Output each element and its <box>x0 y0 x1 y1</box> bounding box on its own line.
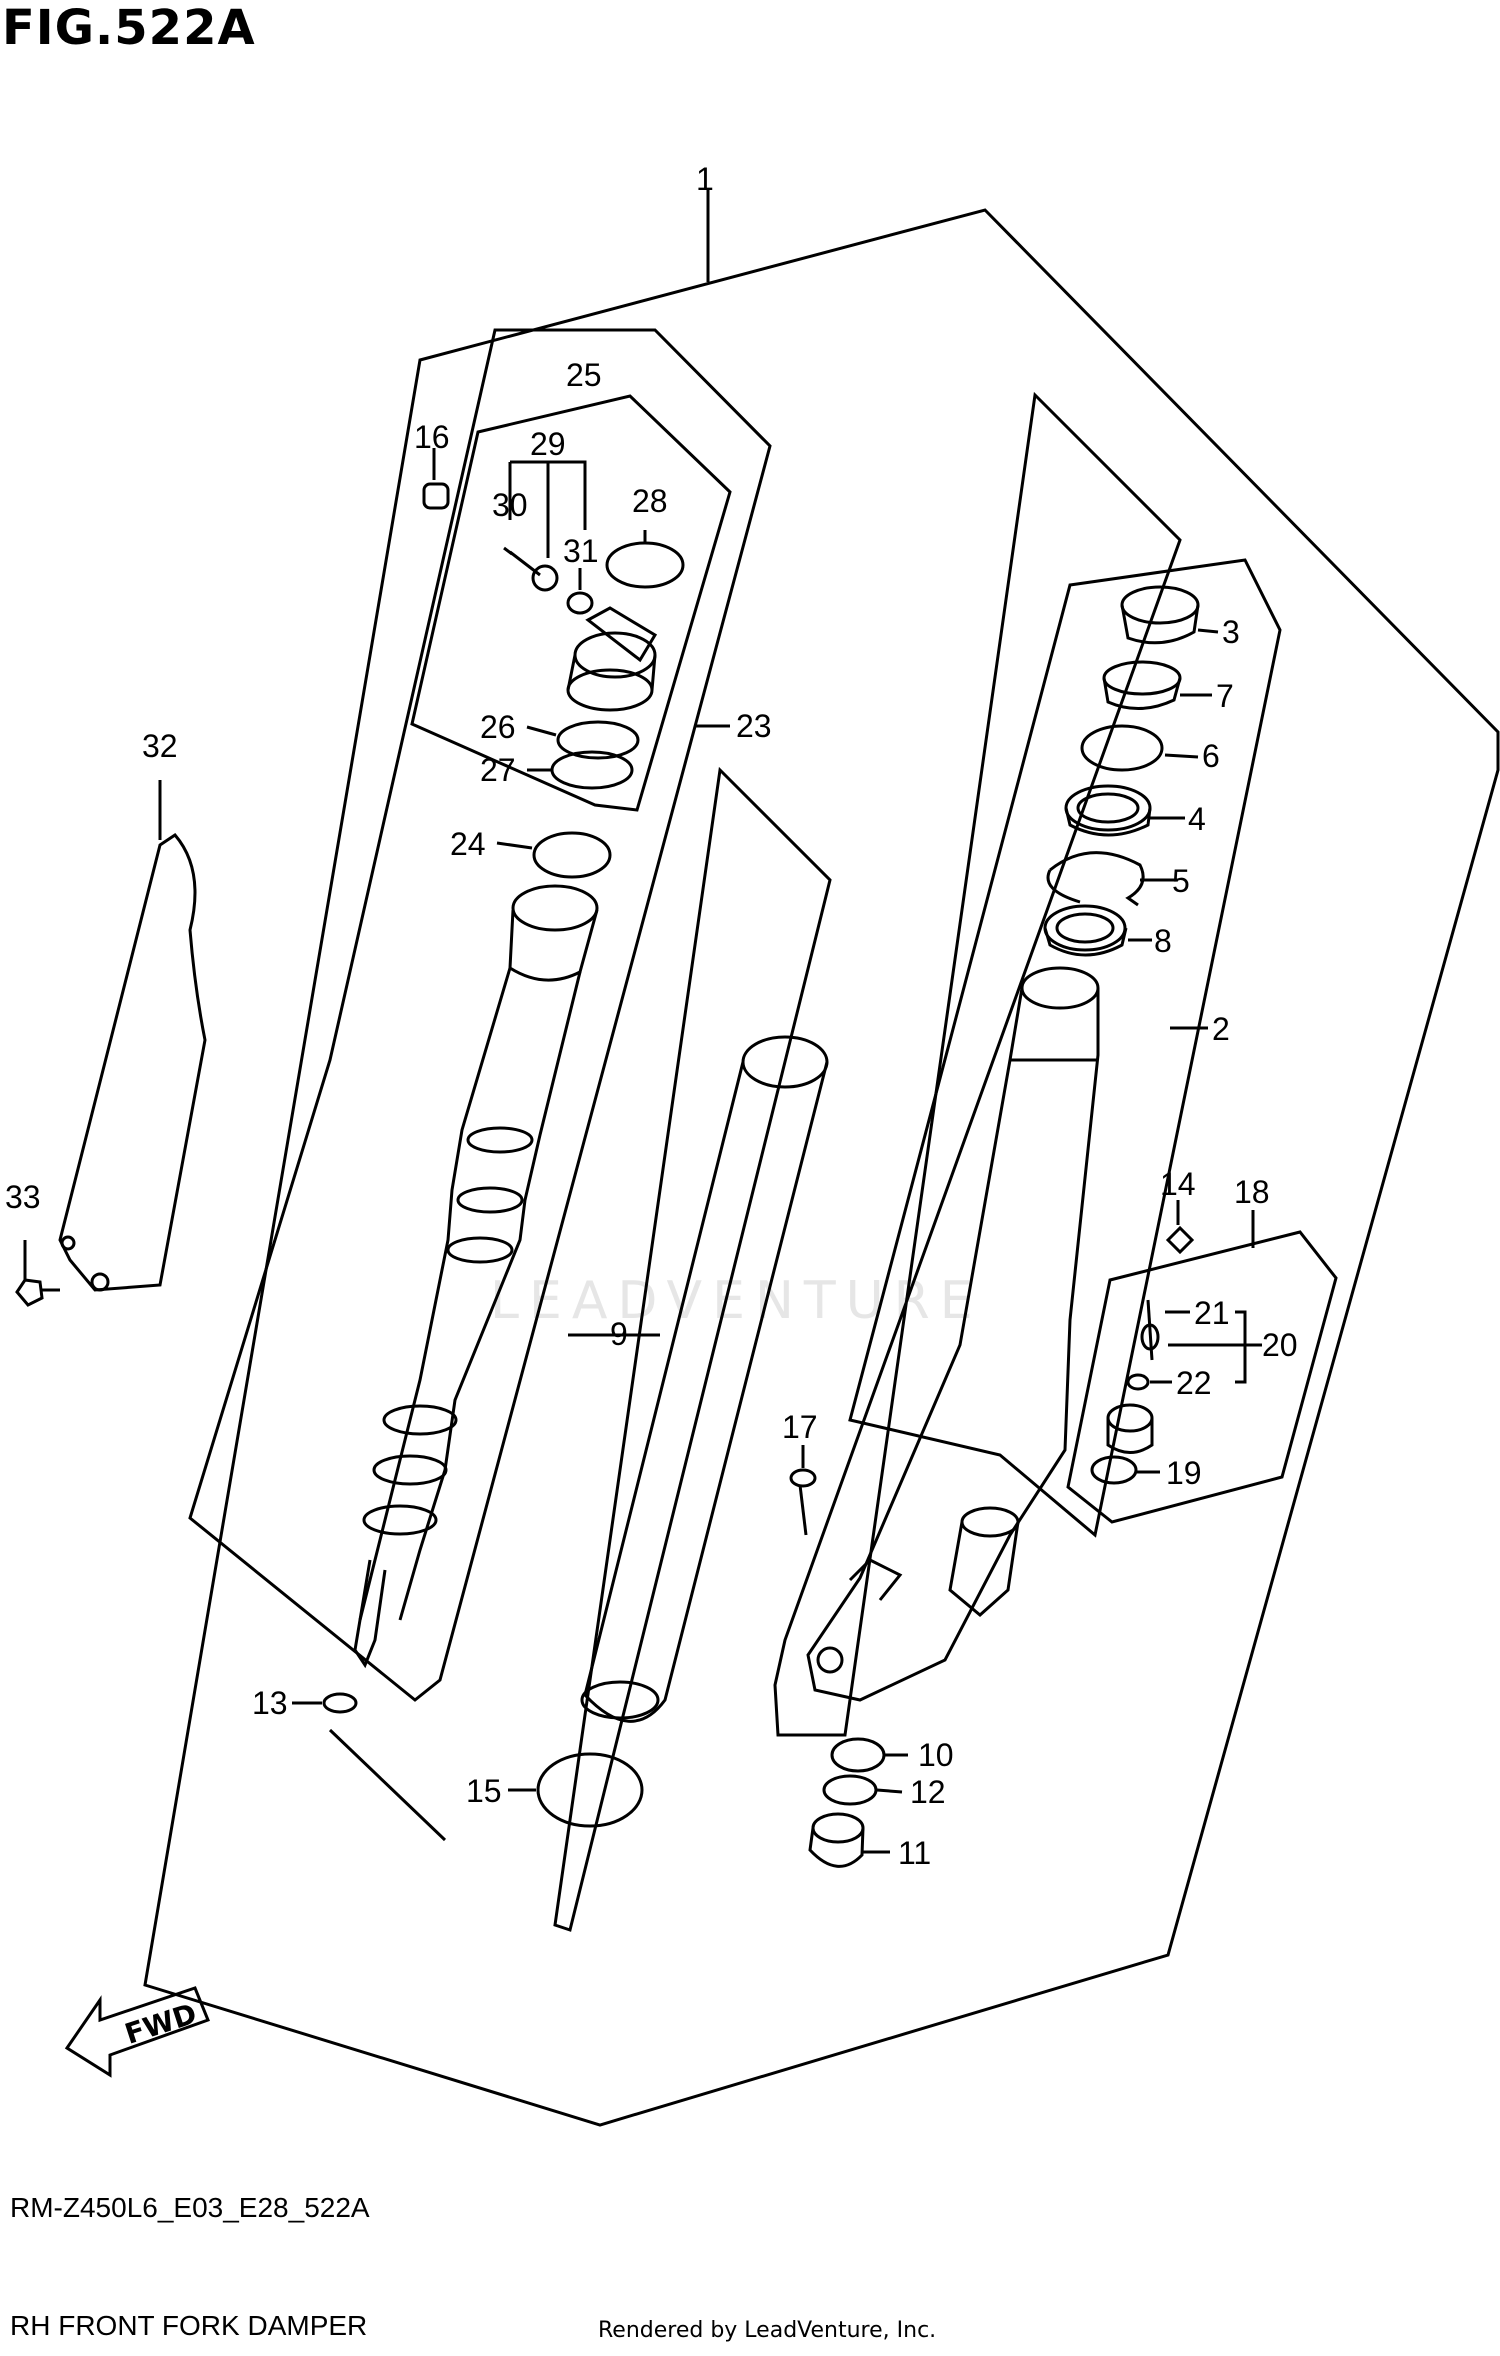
figure-title: FIG.522A <box>2 0 256 56</box>
callout-10: 10 <box>918 1737 954 1773</box>
callout-32: 32 <box>142 728 178 764</box>
part-20-bracket <box>1168 1310 1262 1384</box>
part-3 <box>1120 585 1219 645</box>
assembly-outline-2b <box>848 558 1282 1538</box>
callout-23: 23 <box>736 708 772 744</box>
figure-name: RH FRONT FORK DAMPER <box>10 2310 368 2341</box>
inner-tube <box>568 1035 829 1723</box>
callout-25: 25 <box>566 357 602 393</box>
part-27 <box>527 750 634 790</box>
callout-22: 22 <box>1176 1365 1212 1401</box>
assembly-outline-18 <box>1066 1230 1338 1524</box>
callout-6: 6 <box>1202 738 1220 774</box>
part-28 <box>605 530 685 589</box>
assembly-outline-1 <box>143 208 1500 2127</box>
part-adjuster-plug <box>1106 1403 1154 1454</box>
part-26 <box>526 720 640 760</box>
part-14 <box>1165 1200 1195 1255</box>
part-7 <box>1102 660 1212 711</box>
callout-24: 24 <box>450 826 486 862</box>
part-4 <box>1064 784 1185 837</box>
callout-33: 33 <box>5 1179 41 1215</box>
part-8 <box>1043 904 1152 957</box>
callout-14: 14 <box>1160 1166 1196 1202</box>
part-21 <box>1140 1299 1190 1361</box>
part-11 <box>808 1812 890 1868</box>
callout-15: 15 <box>466 1773 502 1809</box>
assembly-outline-2 <box>773 391 1182 1737</box>
callout-29: 29 <box>530 426 566 462</box>
part-17 <box>789 1445 817 1536</box>
part-10 <box>830 1737 908 1773</box>
fork-guard <box>58 780 207 1292</box>
rendered-by-credit: Rendered by LeadVenture, Inc. <box>598 2318 937 2343</box>
callout-2: 2 <box>1212 1011 1230 1047</box>
cap-bolt <box>566 606 658 712</box>
callout-19: 19 <box>1166 1455 1202 1491</box>
outer-tube <box>806 966 1208 1702</box>
part-19 <box>1090 1455 1160 1485</box>
callout-9: 9 <box>610 1316 628 1352</box>
callout-3: 3 <box>1222 614 1240 650</box>
part-5 <box>1046 851 1178 907</box>
callout-27: 27 <box>480 752 516 788</box>
callout-13: 13 <box>252 1685 288 1721</box>
callout-20: 20 <box>1262 1327 1298 1363</box>
callout-8: 8 <box>1154 923 1172 959</box>
part-33 <box>15 1240 60 1307</box>
callout-5: 5 <box>1172 863 1190 899</box>
figure-code: RM-Z450L6_E03_E28_522A <box>10 2192 370 2223</box>
callout-12: 12 <box>910 1774 946 1810</box>
callout-30: 30 <box>492 487 528 523</box>
callout-16: 16 <box>414 419 450 455</box>
part-12 <box>822 1774 903 1806</box>
assembly-outline-9 <box>553 766 832 1932</box>
damper-cartridge <box>353 884 599 1669</box>
callout-28: 28 <box>632 483 668 519</box>
callout-1: 1 <box>696 161 714 197</box>
fwd-label: FWD <box>121 1997 201 2051</box>
part-13 <box>292 1692 358 1714</box>
callout-18: 18 <box>1234 1174 1270 1210</box>
callout-17: 17 <box>782 1409 818 1445</box>
assembly-outline-23 <box>188 328 772 1702</box>
callout-11: 11 <box>898 1835 931 1871</box>
callout-21: 21 <box>1194 1295 1230 1331</box>
callout-31: 31 <box>563 533 599 569</box>
part-16 <box>422 448 450 510</box>
callout-26: 26 <box>480 709 516 745</box>
callout-7: 7 <box>1216 678 1234 714</box>
part-31 <box>566 568 594 615</box>
part-29-30 <box>503 460 587 592</box>
assembly-outline-25 <box>410 394 732 812</box>
callout-4: 4 <box>1188 801 1206 837</box>
fwd-arrow: FWD <box>64 1986 210 2078</box>
part-22 <box>1126 1373 1172 1391</box>
part-15 <box>508 1752 644 1828</box>
part-6 <box>1080 724 1199 772</box>
part-24 <box>496 831 612 879</box>
